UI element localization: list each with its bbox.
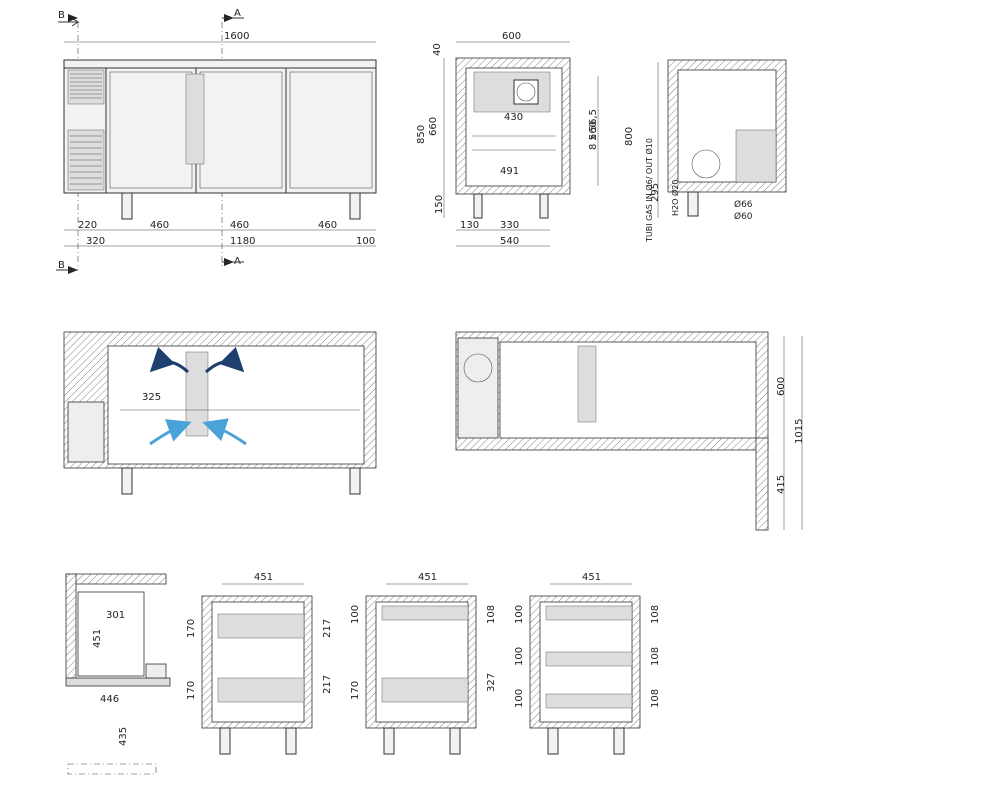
dim-front-460-1: 460 [150, 220, 169, 231]
drawer-config-3x100: 451 100 100 100 108 108 108 [514, 572, 661, 755]
dim-d1-170-b: 170 [186, 681, 197, 700]
dim-front-100: 100 [356, 236, 375, 247]
drawer-config-2x170: 451 170 170 217 217 [186, 572, 333, 755]
side-section-view: 600 40 850 660 430 560 8 x 56,5 491 150 … [416, 31, 599, 247]
dim-plan-325: 325 [142, 392, 161, 403]
dim-side-150: 150 [434, 195, 445, 214]
dim-side-40: 40 [432, 43, 443, 56]
rear-gas-label: TUBI GAS IN Ø6/ OUT Ø10 [644, 138, 654, 243]
dim-d3-108-a: 108 [650, 605, 661, 624]
dim-d2-327: 327 [486, 673, 497, 692]
dim-drawer-451-vertical: 451 [92, 629, 103, 648]
dim-d3-108-b: 108 [650, 647, 661, 666]
airflow-hot-right-arrow [204, 346, 245, 374]
section-b-bottom: B [58, 260, 65, 271]
dim-side-130: 130 [460, 220, 479, 231]
dim-drawer-301: 301 [106, 610, 125, 621]
drawer-side-view: 301 451 446 435 [65, 573, 171, 775]
section-b-top: B [58, 10, 65, 21]
dim-front-overall: 1600 [224, 31, 249, 42]
section-a-top: A [234, 8, 241, 19]
airflow-hot-left-arrow [149, 346, 190, 374]
dim-d2-100: 100 [350, 605, 361, 624]
dim-d3-108-c: 108 [650, 689, 661, 708]
dim-front-460-3: 460 [318, 220, 337, 231]
airflow-cold-right-arrow [202, 418, 247, 446]
top-view: 600 1015 415 [455, 331, 805, 531]
rear-h2o-label: H2O Ø20 [670, 180, 680, 216]
rear-plumbing-view: 800 TUBI GAS IN Ø6/ OUT Ø10 295 H2O Ø20 … [624, 59, 787, 243]
front-view: B A B A 1600 [56, 8, 377, 274]
dim-top-600: 600 [776, 377, 787, 396]
airflow-cold-left-arrow [149, 419, 192, 446]
dim-side-660: 660 [428, 117, 439, 136]
dim-rear-60: Ø60 [734, 211, 753, 222]
dim-rear-295: 295 [650, 183, 661, 202]
dim-drawer-446: 446 [100, 694, 119, 705]
dim-d1-217-a: 217 [322, 619, 333, 638]
dim-d1-217-b: 217 [322, 675, 333, 694]
dim-front-320: 320 [86, 236, 105, 247]
plan-airflow-view: 325 [63, 331, 377, 495]
dim-side-560: 560 [588, 121, 599, 140]
dim-side-540: 540 [500, 236, 519, 247]
dim-d3-100-c: 100 [514, 689, 525, 708]
dim-side-shelf-pitch: 8 x 56,5 [588, 109, 599, 150]
dim-front-220: 220 [78, 220, 97, 231]
dim-side-430: 430 [504, 112, 523, 123]
dim-front-460-2: 460 [230, 220, 249, 231]
dim-rear-800: 800 [624, 127, 635, 146]
dim-drawer-435: 435 [118, 727, 129, 746]
dim-d2-170: 170 [350, 681, 361, 700]
dim-d2-451: 451 [418, 572, 437, 583]
dim-d1-451: 451 [254, 572, 273, 583]
dim-side-850: 850 [416, 125, 427, 144]
drawer-config-100-170: 451 100 108 170 327 [350, 572, 497, 755]
dim-front-1180: 1180 [230, 236, 255, 247]
dim-side-330: 330 [500, 220, 519, 231]
dim-d3-100-a: 100 [514, 605, 525, 624]
dim-d1-170-a: 170 [186, 619, 197, 638]
dim-rear-66: Ø66 [734, 199, 753, 210]
dim-top-1015: 1015 [794, 419, 805, 444]
dim-top-415: 415 [776, 475, 787, 494]
dim-side-491: 491 [500, 166, 519, 177]
dim-side-600: 600 [502, 31, 521, 42]
dim-d3-451: 451 [582, 572, 601, 583]
dim-d3-100-b: 100 [514, 647, 525, 666]
dim-d2-108: 108 [486, 605, 497, 624]
